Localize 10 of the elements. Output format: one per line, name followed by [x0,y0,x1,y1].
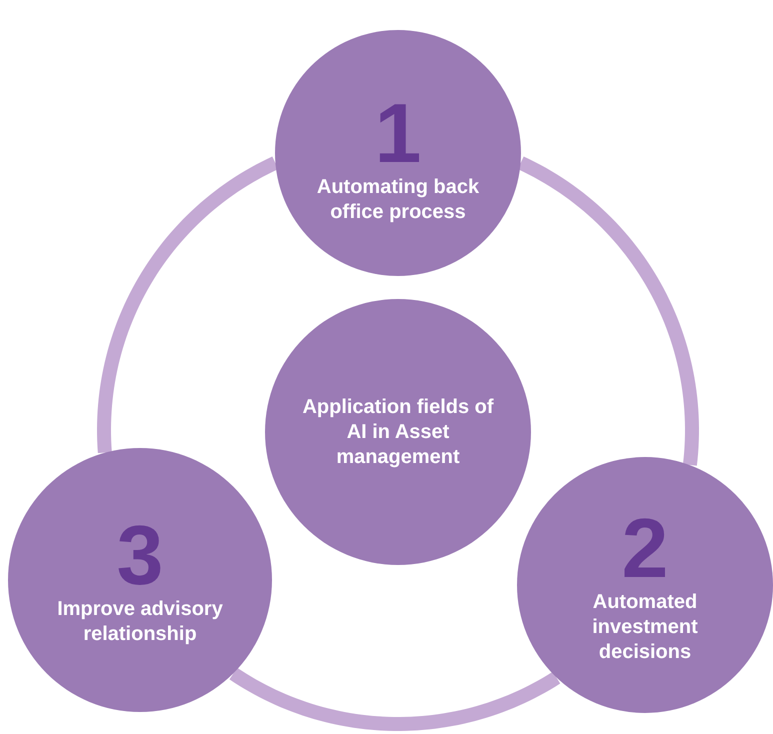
node-label: Application fields of AI in Asset management [301,394,495,470]
node-label: Automated investment decisions [591,590,699,664]
node-label: Automating back office process [316,175,480,225]
step-number: 3 [116,513,164,597]
ring-arc [97,156,278,454]
node-label: Improve advisory relationship [56,597,224,647]
step-number: 2 [622,506,668,590]
step-number: 1 [374,91,422,175]
ring-arc [229,668,560,731]
ring-arc [518,156,699,466]
